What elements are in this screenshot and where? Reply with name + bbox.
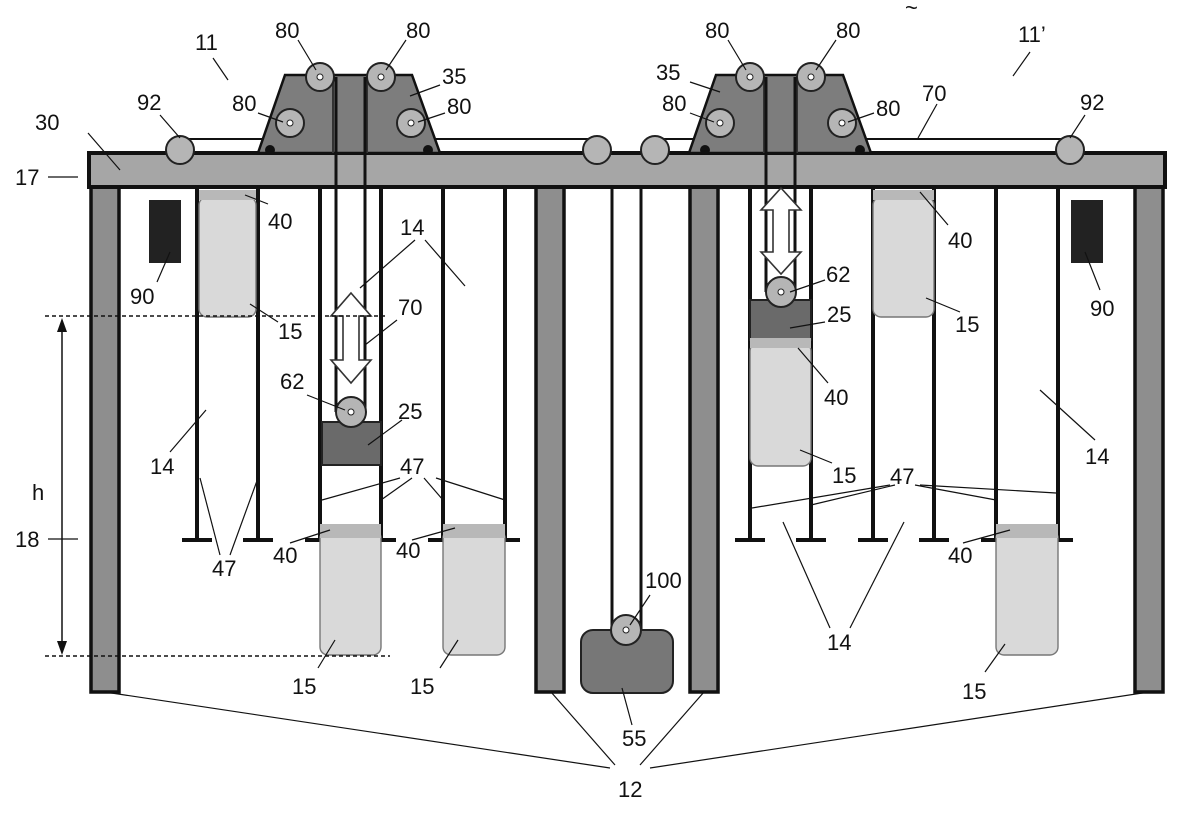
- container: [872, 196, 935, 318]
- label-12: 12: [618, 777, 642, 802]
- label-80: 80: [705, 18, 729, 43]
- label-80: 80: [406, 18, 430, 43]
- container: [319, 529, 382, 656]
- label-17: 17: [15, 165, 39, 190]
- column-center-right: [688, 183, 720, 694]
- label-47: 47: [400, 454, 424, 479]
- counterweight-left: [149, 200, 181, 263]
- label-30: 30: [35, 110, 59, 135]
- container-lifted: [749, 342, 812, 467]
- leader-lines: [48, 39, 1150, 769]
- container: [198, 196, 257, 318]
- label-14: 14: [150, 454, 174, 479]
- label-15: 15: [832, 463, 856, 488]
- label-70: 70: [922, 81, 946, 106]
- label-15: 15: [410, 674, 434, 699]
- pulley: [640, 135, 670, 165]
- column-left: [89, 183, 121, 694]
- label-14: 14: [827, 630, 851, 655]
- label-35: 35: [442, 64, 466, 89]
- label-40: 40: [948, 228, 972, 253]
- column-right: [1133, 183, 1165, 694]
- top-beam: [87, 151, 1167, 189]
- label-92: 92: [137, 90, 161, 115]
- label-40: 40: [948, 543, 972, 568]
- label-47: 47: [212, 556, 236, 581]
- label-14: 14: [400, 215, 424, 240]
- label-tilde: ~: [905, 0, 918, 20]
- lift-unit-right: [687, 62, 873, 155]
- label-15: 15: [955, 312, 979, 337]
- label-15: 15: [962, 679, 986, 704]
- hoist-right: [749, 77, 812, 348]
- label-40: 40: [273, 543, 297, 568]
- label-80: 80: [275, 18, 299, 43]
- label-80: 80: [662, 91, 686, 116]
- counterweight-right: [1071, 200, 1103, 263]
- label-92: 92: [1080, 90, 1104, 115]
- label-15: 15: [292, 674, 316, 699]
- label-55: 55: [622, 726, 646, 751]
- label-35: 35: [656, 60, 680, 85]
- label-47: 47: [890, 464, 914, 489]
- label-11-prime: 11’: [1018, 22, 1046, 47]
- label-15: 15: [278, 319, 302, 344]
- label-40: 40: [268, 209, 292, 234]
- label-62: 62: [826, 262, 850, 287]
- label-14: 14: [1085, 444, 1109, 469]
- pulley-92-right: [1055, 135, 1085, 165]
- label-25: 25: [398, 399, 422, 424]
- label-90: 90: [1090, 296, 1114, 321]
- label-18: 18: [15, 527, 39, 552]
- center-counterweight: [580, 187, 674, 694]
- label-11: 11: [195, 30, 218, 55]
- label-80: 80: [836, 18, 860, 43]
- double-arrow-icon: [759, 186, 803, 276]
- height-dimension: [45, 315, 390, 657]
- label-80: 80: [447, 94, 471, 119]
- label-40: 40: [396, 538, 420, 563]
- container: [442, 529, 506, 656]
- label-90: 90: [130, 284, 154, 309]
- containers: [198, 190, 1059, 656]
- container: [995, 529, 1059, 656]
- label-25: 25: [827, 302, 851, 327]
- gripper-25-left: [321, 421, 382, 466]
- guide-rods-left: [182, 185, 520, 542]
- lift-unit-left: [256, 62, 442, 155]
- pulley-92-left: [165, 135, 195, 165]
- label-62: 62: [280, 369, 304, 394]
- label-100: 100: [645, 568, 682, 593]
- label-h: h: [32, 480, 44, 505]
- label-40: 40: [824, 385, 848, 410]
- label-70: 70: [398, 295, 422, 320]
- reference-numerals: 11 11’ ~ 80 80 80 80 80 80 80 80 35 35 9…: [15, 0, 1114, 802]
- pulley: [582, 135, 612, 165]
- label-80: 80: [232, 91, 256, 116]
- column-center-left: [534, 183, 566, 694]
- label-80: 80: [876, 96, 900, 121]
